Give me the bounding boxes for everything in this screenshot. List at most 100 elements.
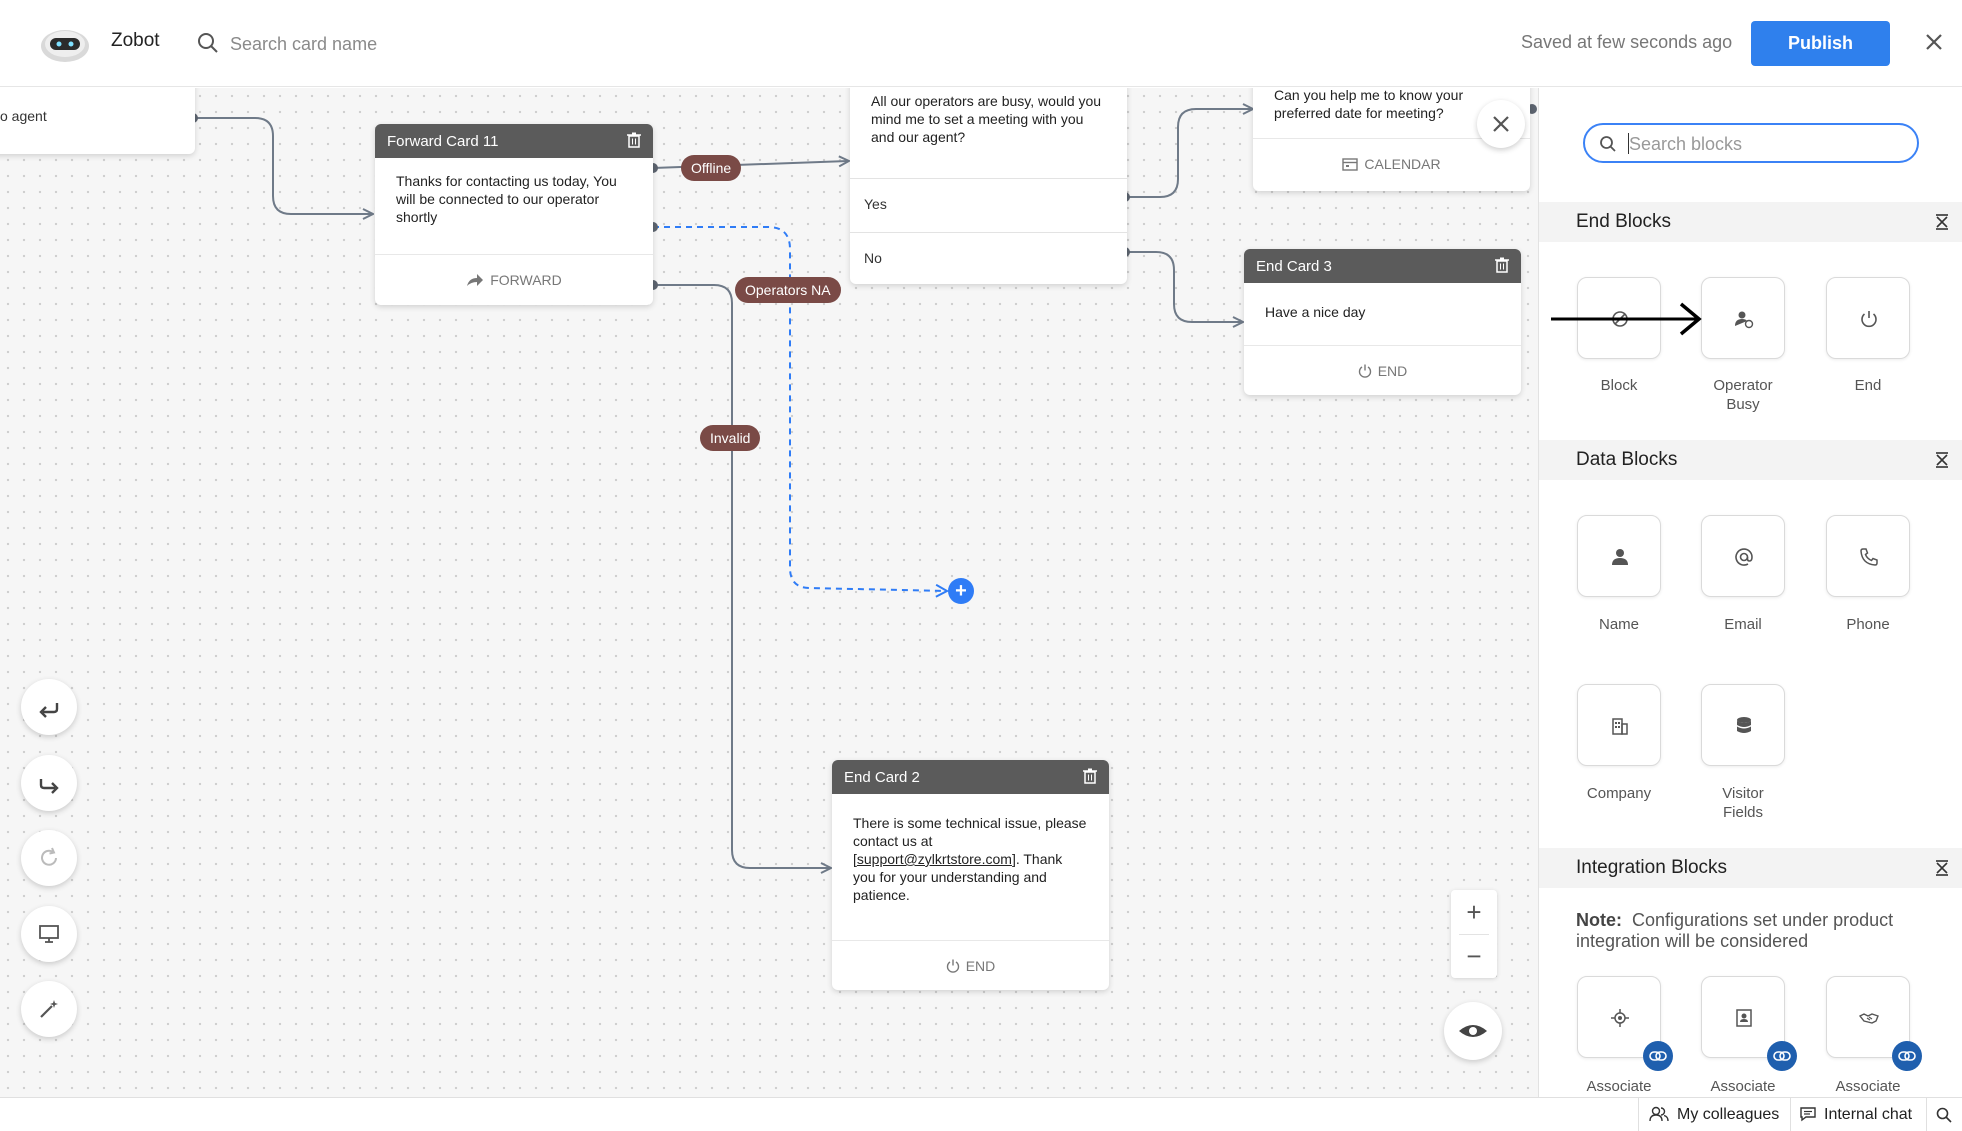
- link-icon: [1773, 1051, 1791, 1061]
- delete-icon[interactable]: [1495, 257, 1509, 273]
- end-label: End: [1854, 377, 1882, 394]
- end-card-2[interactable]: End Card 2 There is some technical issue…: [832, 760, 1109, 990]
- search-icon[interactable]: [1936, 1107, 1952, 1123]
- delete-icon[interactable]: [627, 132, 641, 148]
- power-icon: [1358, 364, 1371, 378]
- invalid-label[interactable]: Invalid: [700, 425, 761, 451]
- auto-arrange-button[interactable]: [21, 981, 77, 1037]
- zoom-controls: + −: [1451, 890, 1497, 978]
- redo-icon: [39, 779, 59, 794]
- preview-button[interactable]: [1444, 1002, 1502, 1060]
- close-icon[interactable]: [1922, 30, 1946, 54]
- divider: [1790, 1098, 1791, 1131]
- undo-button[interactable]: [21, 679, 77, 735]
- support-email-link[interactable]: support@zylkrtstore.com: [856, 851, 1012, 867]
- link-badge: [1767, 1041, 1797, 1071]
- link-badge: [1643, 1041, 1673, 1071]
- forward-card-title: Forward Card 11: [387, 133, 499, 150]
- collapse-icon[interactable]: [1935, 214, 1949, 230]
- preview-screen-button[interactable]: [21, 906, 77, 962]
- collapse-icon[interactable]: [1935, 860, 1949, 876]
- block-visitor-fields[interactable]: [1701, 684, 1785, 766]
- divider: [1926, 1098, 1927, 1131]
- my-colleagues-button[interactable]: My colleagues: [1649, 1106, 1779, 1124]
- redo-button[interactable]: [21, 755, 77, 811]
- zobot-logo-icon: [41, 30, 89, 62]
- internal-chat-label: Internal chat: [1824, 1106, 1913, 1123]
- end-card-3[interactable]: End Card 3 Have a nice day END: [1244, 249, 1521, 395]
- power-icon: [946, 959, 959, 973]
- calendar-card[interactable]: Can you help me to know your preferred d…: [1253, 88, 1530, 191]
- internal-chat-button[interactable]: Internal chat: [1800, 1106, 1912, 1124]
- card-search-placeholder: Search card name: [230, 34, 378, 54]
- name-label: Name: [1598, 616, 1639, 633]
- end-card-3-title: End Card 3: [1256, 258, 1332, 275]
- partial-card[interactable]: o agent: [0, 88, 195, 154]
- visitor-fields-label: Visitor Fields: [1722, 785, 1764, 821]
- data-blocks-title: Data Blocks: [1576, 449, 1678, 470]
- end-blocks-header[interactable]: End Blocks: [1539, 202, 1962, 242]
- block-end[interactable]: [1826, 277, 1910, 359]
- block-phone[interactable]: [1826, 515, 1910, 597]
- blocks-search-input[interactable]: Search blocks: [1583, 123, 1919, 163]
- close-panel-button[interactable]: [1477, 100, 1525, 148]
- end-card-2-title: End Card 2: [844, 769, 920, 786]
- note-label: Note:: [1576, 910, 1622, 930]
- zoom-in-button[interactable]: +: [1466, 897, 1482, 927]
- end-card-2-text-end: ]. Thank you for your understanding and …: [853, 851, 1063, 903]
- phone-label: Phone: [1846, 616, 1890, 633]
- add-node-button[interactable]: +: [948, 578, 974, 604]
- collapse-icon[interactable]: [1935, 452, 1949, 468]
- block-company[interactable]: [1577, 684, 1661, 766]
- top-bar: Zobot Search card name Saved at few seco…: [0, 0, 1962, 87]
- my-colleagues-label: My colleagues: [1677, 1106, 1780, 1123]
- handshake-icon: [1859, 1013, 1879, 1024]
- block-operator-busy[interactable]: [1701, 277, 1785, 359]
- data-blocks-header[interactable]: Data Blocks: [1539, 440, 1962, 480]
- forward-card[interactable]: Forward Card 11 Thanks for contacting us…: [375, 124, 653, 305]
- crosshair-icon: [1611, 1009, 1629, 1027]
- building-icon: [1612, 718, 1628, 735]
- integration-blocks-header[interactable]: Integration Blocks: [1539, 848, 1962, 888]
- refresh-button[interactable]: [21, 830, 77, 886]
- integration-blocks-title: Integration Blocks: [1576, 857, 1728, 878]
- link-badge: [1892, 1041, 1922, 1071]
- publish-button[interactable]: Publish: [1751, 21, 1890, 66]
- delete-icon[interactable]: [1083, 768, 1097, 784]
- end-card-3-message: Have a nice day: [1265, 304, 1366, 320]
- link-icon: [1649, 1051, 1667, 1061]
- undo-icon: [39, 703, 59, 718]
- forward-card-header: Forward Card 11: [375, 124, 653, 158]
- connection-wires: [188, 88, 1537, 1098]
- offline-label[interactable]: Offline: [681, 155, 742, 181]
- block-email[interactable]: [1701, 515, 1785, 597]
- operators-na-label[interactable]: Operators NA: [735, 277, 841, 303]
- calendar-card-message: Can you help me to know your preferred d…: [1274, 88, 1464, 121]
- company-label: Company: [1586, 785, 1652, 802]
- close-icon: [1493, 116, 1509, 132]
- blocks-sidebar: Search blocks End Blocks Block Operator …: [1538, 88, 1962, 1098]
- card-search[interactable]: Search card name: [196, 27, 496, 59]
- monitor-icon: [39, 925, 59, 943]
- calendar-card-type: CALENDAR: [1364, 156, 1441, 172]
- block-name[interactable]: [1577, 515, 1661, 597]
- option-no[interactable]: No: [850, 232, 1127, 286]
- forward-card-footer: FORWARD: [375, 254, 653, 304]
- end-card-2-footer: END: [832, 940, 1109, 990]
- flow-canvas[interactable]: o agent Forward Card 11 Thanks for conta…: [0, 88, 1538, 1098]
- person-icon: [1612, 549, 1628, 565]
- note-text: Configurations set under product integra…: [1576, 910, 1894, 951]
- search-icon: [198, 33, 218, 53]
- colleagues-icon: [1649, 1106, 1669, 1122]
- option-yes[interactable]: Yes: [850, 178, 1127, 232]
- integration-note: Note: Configurations set under product i…: [1576, 910, 1936, 952]
- zoom-out-button[interactable]: −: [1466, 941, 1482, 971]
- operators-busy-card[interactable]: All our operators are busy, would you mi…: [850, 88, 1127, 284]
- end-card-2-text-start: There is some technical issue, please co…: [853, 815, 1087, 867]
- forward-card-message: Thanks for contacting us today, You will…: [396, 173, 617, 225]
- eye-icon: [1459, 1025, 1487, 1037]
- search-icon: [1600, 136, 1616, 152]
- power-icon: [1861, 311, 1877, 328]
- partial-card-text: o agent: [0, 108, 47, 124]
- forward-icon: [467, 274, 484, 286]
